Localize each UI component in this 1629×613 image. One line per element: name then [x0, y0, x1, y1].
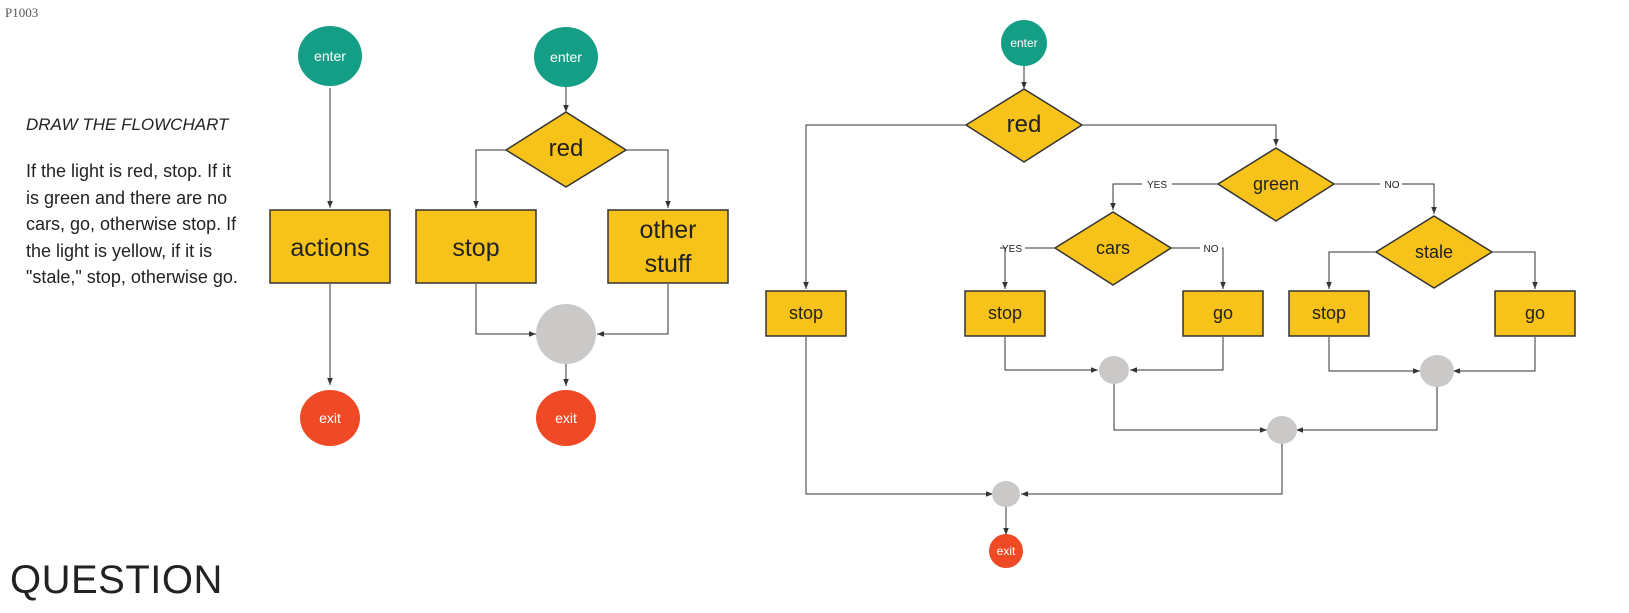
edge-label-cars-yes: YES	[1002, 244, 1022, 255]
edge-go-merge-b	[1453, 337, 1536, 374]
stale-decision	[1374, 215, 1494, 289]
edge-stale-go	[1492, 251, 1538, 289]
flow-3: YES NO YES NO enter red green cars stale…	[765, 20, 1576, 568]
red-decision	[504, 111, 628, 188]
go-box-cars	[1182, 290, 1264, 337]
go-box-stale	[1494, 290, 1576, 337]
stop-box-red	[765, 290, 847, 337]
edge-label-cars-no: NO	[1204, 244, 1219, 255]
flow-1: enter actions exit	[269, 26, 391, 446]
red-decision	[964, 88, 1084, 163]
merge-node-final	[992, 481, 1020, 507]
merge-node-green	[1267, 416, 1297, 444]
enter-node-label: enter	[1010, 36, 1037, 50]
actions-box	[269, 209, 391, 284]
cars-decision	[1053, 211, 1173, 286]
enter-node	[298, 26, 362, 86]
edge-label-green-yes: YES	[1147, 180, 1167, 191]
stale-decision-label: stale	[1415, 242, 1453, 262]
exit-node	[300, 390, 360, 446]
stop-box-label: stop	[452, 234, 499, 262]
red-decision-label: red	[1007, 111, 1042, 138]
edge-other-merge	[597, 284, 669, 337]
edge-merge-b-merge-c	[1296, 387, 1438, 433]
enter-node-label: enter	[550, 49, 582, 65]
edge-red-other	[626, 149, 671, 208]
enter-node	[534, 27, 598, 87]
cars-decision-label: cars	[1096, 238, 1130, 258]
edge-merge-a-merge-c	[1113, 384, 1267, 433]
edge-stop-merge	[475, 284, 536, 337]
other-stuff-label-line1: other	[640, 216, 697, 244]
question-label: QUESTION	[10, 558, 223, 602]
instructions-body: If the light is red, stop. If it is gree…	[26, 161, 238, 287]
edge-cars-yes-b	[1000, 247, 1008, 289]
go-box-stale-label: go	[1525, 303, 1545, 323]
exit-node-label: exit	[997, 544, 1016, 558]
edge-red-stop	[803, 124, 966, 289]
edge-label-green-no: NO	[1385, 180, 1400, 191]
actions-box-label: actions	[290, 234, 369, 262]
merge-node-stale	[1420, 355, 1454, 387]
exit-node-label: exit	[319, 410, 341, 426]
edge-cars-no-b	[1220, 247, 1226, 289]
exit-node	[536, 390, 596, 446]
other-stuff-box	[607, 209, 729, 284]
edge-red-stop	[473, 149, 506, 208]
green-decision	[1216, 147, 1336, 222]
enter-node-label: enter	[314, 48, 346, 64]
instructions-title: DRAW THE FLOWCHART	[26, 115, 229, 134]
edge-go-merge-a	[1130, 337, 1224, 373]
stop-box-stale-label: stop	[1312, 303, 1346, 323]
page-id: P1003	[5, 5, 39, 20]
go-box-cars-label: go	[1213, 303, 1233, 323]
edge-stop-merge-b	[1328, 337, 1420, 374]
edge-red-green	[1082, 124, 1279, 146]
red-decision-label: red	[549, 135, 584, 162]
stop-box-cars-label: stop	[988, 303, 1022, 323]
edge-merge-c-merge-d	[1021, 444, 1283, 497]
enter-node	[1001, 20, 1047, 66]
merge-node	[536, 304, 596, 364]
edge-green-yes-b	[1110, 183, 1142, 210]
stop-box-red-label: stop	[789, 303, 823, 323]
stop-box	[415, 209, 537, 284]
edge-stop-merge-d	[805, 337, 993, 497]
edge-stale-stop	[1326, 251, 1376, 289]
exit-node-label: exit	[555, 410, 577, 426]
flow-2: enter red stop other stuff exit	[415, 27, 729, 446]
stop-box-stale	[1288, 290, 1370, 337]
edge-green-no-b	[1402, 183, 1437, 214]
other-stuff-label-line2: stuff	[645, 250, 692, 278]
green-decision-label: green	[1253, 174, 1299, 194]
stop-box-cars	[964, 290, 1046, 337]
edge-stop-merge-a	[1004, 337, 1098, 373]
merge-node-cars	[1099, 356, 1129, 384]
exit-node	[989, 534, 1023, 568]
